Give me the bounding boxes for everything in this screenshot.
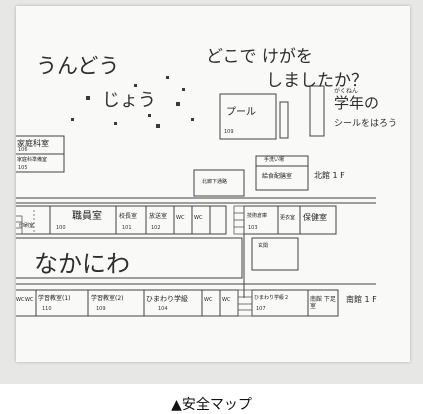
- kitakan-label: 北館 1 F: [314, 171, 345, 180]
- room-wc-1: WC: [176, 215, 185, 221]
- room-insatsu: 印刷室: [19, 223, 35, 229]
- himawari2-number: 107: [256, 306, 266, 312]
- room-himawari: ひまわり学級: [146, 295, 188, 303]
- room-koui: 更衣室: [280, 215, 296, 221]
- room-gijutsu: 技術倉庫: [247, 213, 268, 219]
- confetti-dots: [71, 76, 194, 128]
- instruction-line2: シールをはろう: [334, 119, 398, 129]
- room-minami-genkan: 南館 下足室: [310, 296, 336, 311]
- room-wc-3: WC: [16, 297, 25, 303]
- room-kateika-junbi: 家庭科準備室: [17, 157, 48, 163]
- housou-number: 102: [151, 225, 161, 231]
- kateika-number: 106: [18, 147, 28, 153]
- room-kitagawa: 北廊下通路: [202, 179, 228, 185]
- instruction-line1: 学年の: [334, 94, 380, 112]
- caption: ▲安全マップ: [171, 397, 252, 413]
- shokuin-number: 100: [56, 225, 66, 231]
- room-hoken: 保健室: [303, 213, 327, 222]
- room-housou: 放送室: [149, 213, 168, 220]
- gijutsu-number: 103: [248, 225, 258, 231]
- room-pool: プール: [226, 107, 256, 118]
- room-shokuin: 職員室: [72, 211, 102, 222]
- gakushu1-number: 110: [42, 306, 52, 312]
- room-tearai: 手洗い場: [264, 157, 285, 163]
- title-line2: じょう: [102, 90, 156, 111]
- question-line2: しましたか？: [266, 71, 368, 91]
- room-genkan: 玄関: [258, 243, 269, 249]
- room-gakushu2: 学習教室(2): [91, 295, 124, 302]
- room-gakushu1: 学習教室(1): [38, 295, 71, 302]
- room-kouchou: 校長室: [119, 213, 138, 220]
- pool-number: 109: [224, 129, 234, 135]
- nakaniwa-label: なかにわ: [34, 250, 130, 278]
- room-kateika: 家庭科室: [17, 139, 49, 148]
- kateika-junbi-number: 105: [18, 165, 28, 171]
- question-line1: どこで けがを: [206, 47, 313, 67]
- title-line1: うんどう: [36, 54, 120, 78]
- safety-map-poster: うんどう じょう どこで けがを しましたか？ がくねん 学年の シールをはろう…: [16, 6, 410, 362]
- stairs: [16, 205, 253, 317]
- room-wc-4: WC: [25, 297, 34, 303]
- room-himawari2: ひまわり学級２: [254, 295, 290, 301]
- minamikan-label: 南館 1 F: [346, 295, 377, 304]
- room-wc-5: WC: [204, 297, 213, 303]
- gakushu2-number: 109: [96, 306, 106, 312]
- poster-photo: うんどう じょう どこで けがを しましたか？ がくねん 学年の シールをはろう…: [0, 0, 423, 384]
- room-wc-6: WC: [222, 297, 231, 303]
- room-kyushoku: 給食配膳室: [262, 173, 293, 180]
- himawari-number: 104: [158, 306, 168, 312]
- room-wc-2: WC: [194, 215, 203, 221]
- floor-plan-drawing: [16, 76, 376, 317]
- kouchou-number: 101: [122, 225, 132, 231]
- instruction-ruby: がくねん: [334, 88, 359, 95]
